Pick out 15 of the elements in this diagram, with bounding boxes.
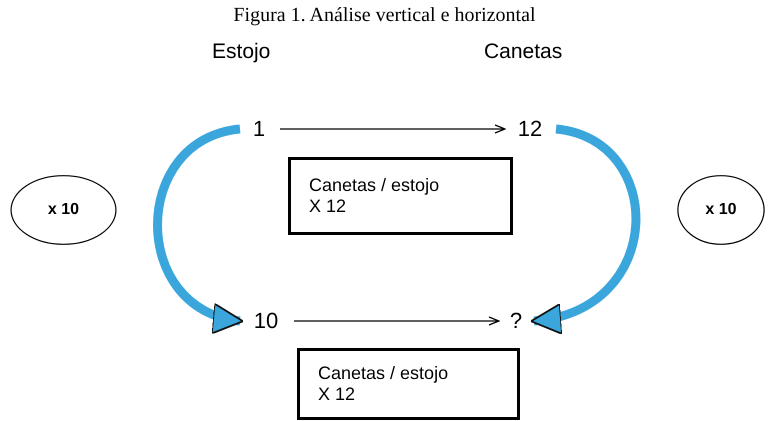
arrow — [280, 124, 506, 134]
operation-box: Canetas / estojo X 12 — [288, 157, 513, 235]
curved-arrow — [530, 124, 640, 332]
multiplier-ellipse: x 10 — [10, 175, 117, 245]
arrow — [294, 316, 500, 326]
number-label: 1 — [244, 114, 274, 144]
operation-box: Canetas / estojo X 12 — [297, 348, 520, 420]
number-label: ? — [502, 306, 530, 336]
number-label: 12 — [508, 114, 552, 144]
curved-arrow — [153, 124, 244, 331]
column-heading: Canetas — [484, 40, 562, 64]
multiplier-ellipse: x 10 — [677, 175, 765, 245]
column-heading: Estojo — [212, 40, 270, 64]
number-label: 10 — [244, 306, 288, 336]
figure-title: Figura 1. Análise vertical e horizontal — [232, 4, 537, 27]
